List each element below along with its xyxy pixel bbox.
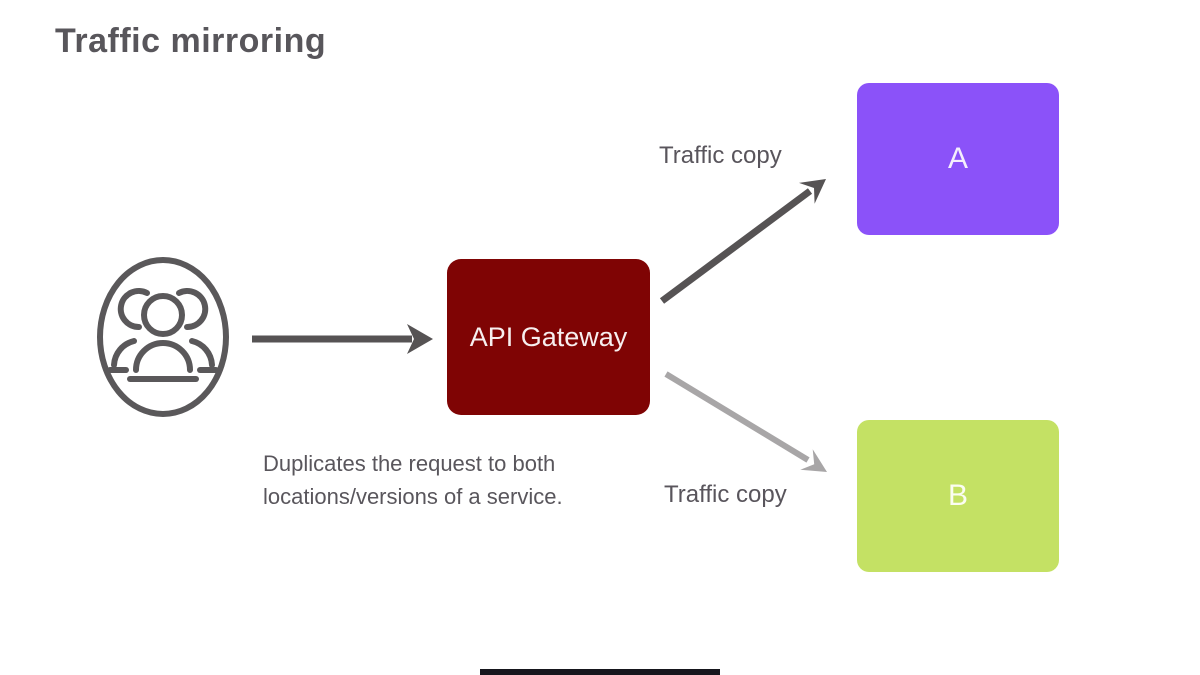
arrow-client-to-gateway	[252, 324, 433, 354]
caption-line-2: locations/versions of a service.	[263, 483, 563, 509]
service-a-label: A	[947, 142, 968, 175]
arrow-gateway-to-a	[659, 179, 826, 304]
clients-node	[93, 253, 233, 421]
page-title: Traffic mirroring	[55, 22, 327, 60]
api-gateway-node: API Gateway	[447, 259, 650, 415]
arrow-gateway-to-b	[664, 371, 827, 472]
service-b-node: B	[857, 420, 1059, 572]
caption: Duplicates the request to both locations…	[263, 448, 563, 513]
traffic-copy-label-top: Traffic copy	[659, 142, 782, 169]
service-a-node: A	[857, 83, 1059, 235]
traffic-copy-label-bottom: Traffic copy	[664, 481, 787, 508]
users-group-icon	[97, 257, 229, 417]
caption-line-1: Duplicates the request to both	[263, 451, 556, 476]
bottom-bar	[480, 669, 720, 675]
service-b-label: B	[947, 479, 968, 512]
api-gateway-label: API Gateway	[469, 321, 628, 352]
